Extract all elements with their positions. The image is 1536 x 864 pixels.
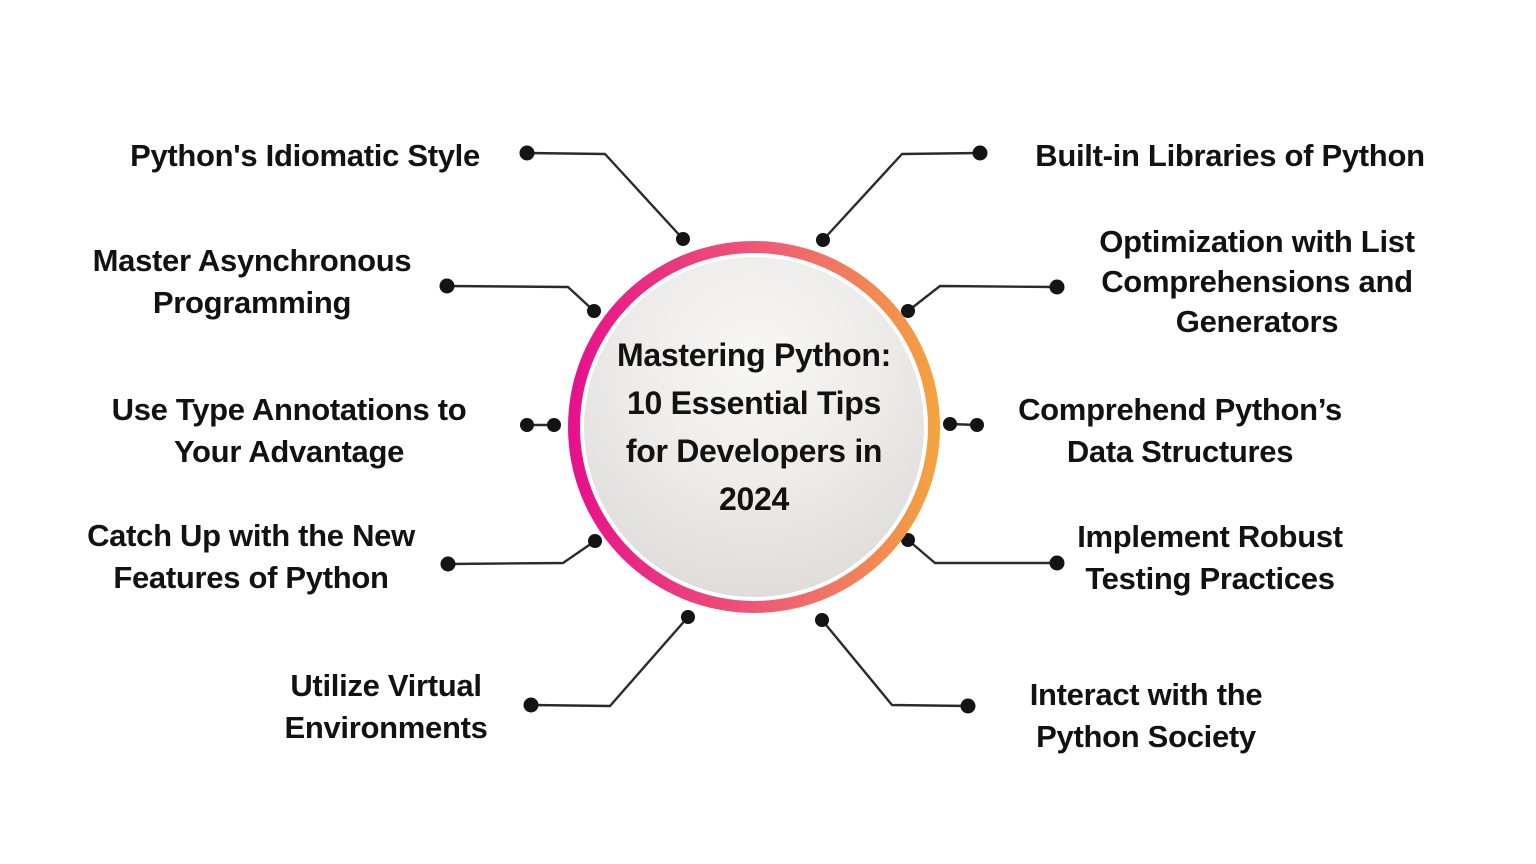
tip-line: Data Structures	[1066, 434, 1294, 469]
connector-dot	[972, 145, 988, 161]
connector-dot	[943, 417, 957, 431]
connector-dot	[815, 613, 829, 627]
connector-dot	[519, 145, 535, 161]
connector-dot	[440, 556, 456, 572]
center-gradient-ring: Mastering Python: 10 Essential Tips for …	[568, 241, 940, 613]
connector-dot	[523, 697, 539, 713]
center-title-line: 2024	[719, 481, 789, 517]
tip-line: Comprehend Python’s	[1018, 392, 1342, 427]
tip-line: Interact with the	[1029, 677, 1263, 712]
connector-optimization	[901, 279, 1065, 318]
tip-label-type-annotations: Use Type Annotations to Your Advantage	[112, 389, 467, 473]
connector-dot	[970, 418, 984, 432]
center-ring-gap: Mastering Python: 10 Essential Tips for …	[580, 253, 928, 601]
tip-label-virtual-envs: Utilize Virtual Environments	[284, 665, 487, 749]
tip-line: Catch Up with the New	[87, 518, 415, 553]
tip-label-data-structures: Comprehend Python’s Data Structures	[1018, 389, 1342, 473]
tip-line: Your Advantage	[173, 434, 405, 469]
tip-line: Testing Practices	[1085, 561, 1335, 596]
center-title-line: 10 Essential Tips	[627, 385, 881, 421]
tip-label-testing-practices: Implement Robust Testing Practices	[1077, 516, 1343, 600]
tip-line: Comprehensions and	[1101, 264, 1413, 299]
connector-dot	[439, 278, 455, 294]
connector-builtin-libraries	[816, 145, 988, 247]
connector-dot	[816, 233, 830, 247]
tip-line: Built-in Libraries of Python	[1035, 138, 1425, 173]
connector-dot	[547, 418, 561, 432]
connector-python-society	[815, 613, 976, 714]
connector-dot	[676, 232, 690, 246]
center-title: Mastering Python: 10 Essential Tips for …	[617, 331, 891, 523]
center-title-line: for Developers in	[625, 433, 883, 469]
tip-line: Use Type Annotations to	[111, 392, 467, 427]
connector-dot	[960, 698, 976, 714]
connector-dot	[587, 304, 601, 318]
connector-testing-practices	[901, 533, 1065, 571]
tip-line: Python's Idiomatic Style	[130, 138, 480, 173]
center-sphere: Mastering Python: 10 Essential Tips for …	[584, 257, 924, 597]
connector-data-structures	[943, 417, 984, 432]
tip-label-idiomatic-style: Python's Idiomatic Style	[130, 135, 480, 177]
connector-master-async	[439, 278, 601, 318]
connector-dot	[520, 418, 534, 432]
connector-virtual-envs	[523, 610, 695, 713]
tip-line: Programming	[152, 285, 352, 320]
tip-label-optimization: Optimization with List Comprehensions an…	[1099, 222, 1415, 342]
tip-line: Generators	[1175, 304, 1339, 339]
connector-dot	[901, 533, 915, 547]
tip-line: Implement Robust	[1077, 519, 1343, 554]
tip-label-master-async: Master Asynchronous Programming	[93, 240, 412, 324]
connector-dot	[1049, 279, 1065, 295]
tip-line: Optimization with List	[1099, 224, 1415, 259]
connector-dot	[1049, 555, 1065, 571]
connector-type-annotations	[520, 418, 561, 432]
connector-catch-up	[440, 534, 602, 572]
tip-line: Environments	[284, 710, 488, 745]
tip-line: Features of Python	[113, 560, 389, 595]
connector-dot	[901, 304, 915, 318]
tip-label-builtin-libraries: Built-in Libraries of Python	[1035, 135, 1425, 177]
tip-line: Master Asynchronous	[92, 243, 412, 278]
connector-idiomatic-style	[519, 145, 690, 246]
center-title-line: Mastering Python:	[616, 337, 892, 373]
tip-label-python-society: Interact with the Python Society	[1030, 674, 1263, 758]
tip-line: Python Society	[1036, 719, 1256, 754]
tip-line: Utilize Virtual	[290, 668, 482, 703]
tip-label-catch-up: Catch Up with the New Features of Python	[87, 515, 415, 599]
connector-dot	[588, 534, 602, 548]
connector-dot	[681, 610, 695, 624]
